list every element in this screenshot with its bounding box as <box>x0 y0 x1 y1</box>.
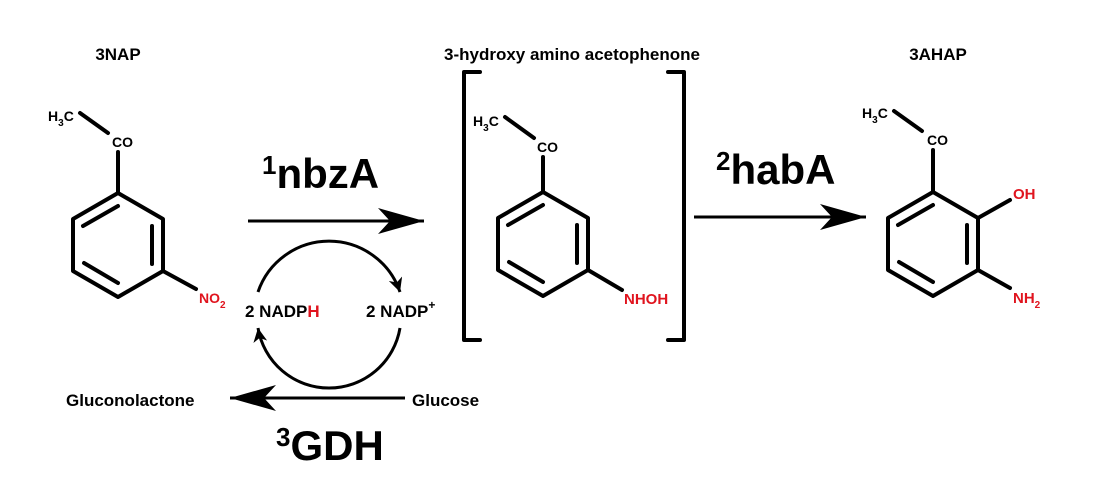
right-square-bracket <box>666 70 686 342</box>
compound-3ahap-methyl: H3C <box>862 105 888 126</box>
compound-hydroxyamino-nhoh-bond <box>586 268 624 292</box>
compound-3ahap-double-bond <box>896 203 935 227</box>
compound-3nap-carbonyl: CO <box>112 134 133 150</box>
compound-hydroxyamino-nhoh-group: NHOH <box>624 291 668 308</box>
cofactor-nadph-label: 2 NADPH <box>245 302 320 321</box>
compound-3ahap-name: 3AHAP <box>909 45 967 64</box>
compound-hydroxyamino-acetophenone: 3-hydroxy amino acetophenone H3C CO NHOH <box>444 45 700 342</box>
enzyme-nbza-label: 1nbzA <box>262 150 379 197</box>
compound-3nap-double-bond <box>81 204 120 228</box>
enzyme-gdh-label: 3GDH <box>276 422 384 469</box>
compound-3ahap-hydroxyl-bond <box>976 198 1012 220</box>
compound-3nap-nitro-group: NO2 <box>199 290 226 311</box>
compound-3nap-methyl: H3C <box>48 108 74 129</box>
enzyme-haba-label: 2habA <box>716 146 835 193</box>
compound-3nap-double-bond <box>82 261 120 285</box>
compound-hydroxyamino-double-bond <box>507 260 545 284</box>
compound-3nap-name: 3NAP <box>95 45 140 64</box>
compound-3nap: 3NAP H3C CO NO2 <box>48 45 226 311</box>
compound-3ahap-double-bond <box>897 260 935 284</box>
compound-3ahap: 3AHAP H3C CO OH NH2 <box>862 45 1041 311</box>
compound-hydroxyamino-name: 3-hydroxy amino acetophenone <box>444 45 700 64</box>
compound-3ahap-carbonyl: CO <box>927 132 948 148</box>
compound-3ahap-methyl-bond <box>892 109 924 133</box>
compound-hydroxyamino-methyl-bond <box>503 115 536 140</box>
compound-hydroxyamino-carbonyl: CO <box>537 139 558 155</box>
cofactor-cycle-lower-arc <box>253 327 402 390</box>
glucose-label: Glucose <box>412 391 479 410</box>
compound-3nap-nitro-bond <box>161 269 198 291</box>
compound-3ahap-hydroxyl-group: OH <box>1013 186 1036 203</box>
compound-hydroxyamino-methyl: H3C <box>473 113 499 134</box>
compound-3nap-benzene-ring <box>71 191 165 299</box>
compound-3ahap-amino-group: NH2 <box>1013 290 1041 311</box>
gluconolactone-label: Gluconolactone <box>66 391 194 410</box>
compound-hydroxyamino-benzene-ring <box>496 190 590 298</box>
compound-3nap-methyl-bond <box>78 111 110 135</box>
compound-hydroxyamino-double-bond <box>506 203 545 227</box>
left-square-bracket <box>462 70 482 342</box>
cofactor-cycle-upper-arc <box>256 239 403 293</box>
cofactor-nadp-label: 2 NADP+ <box>366 298 435 321</box>
compound-3ahap-amino-bond <box>976 268 1012 290</box>
